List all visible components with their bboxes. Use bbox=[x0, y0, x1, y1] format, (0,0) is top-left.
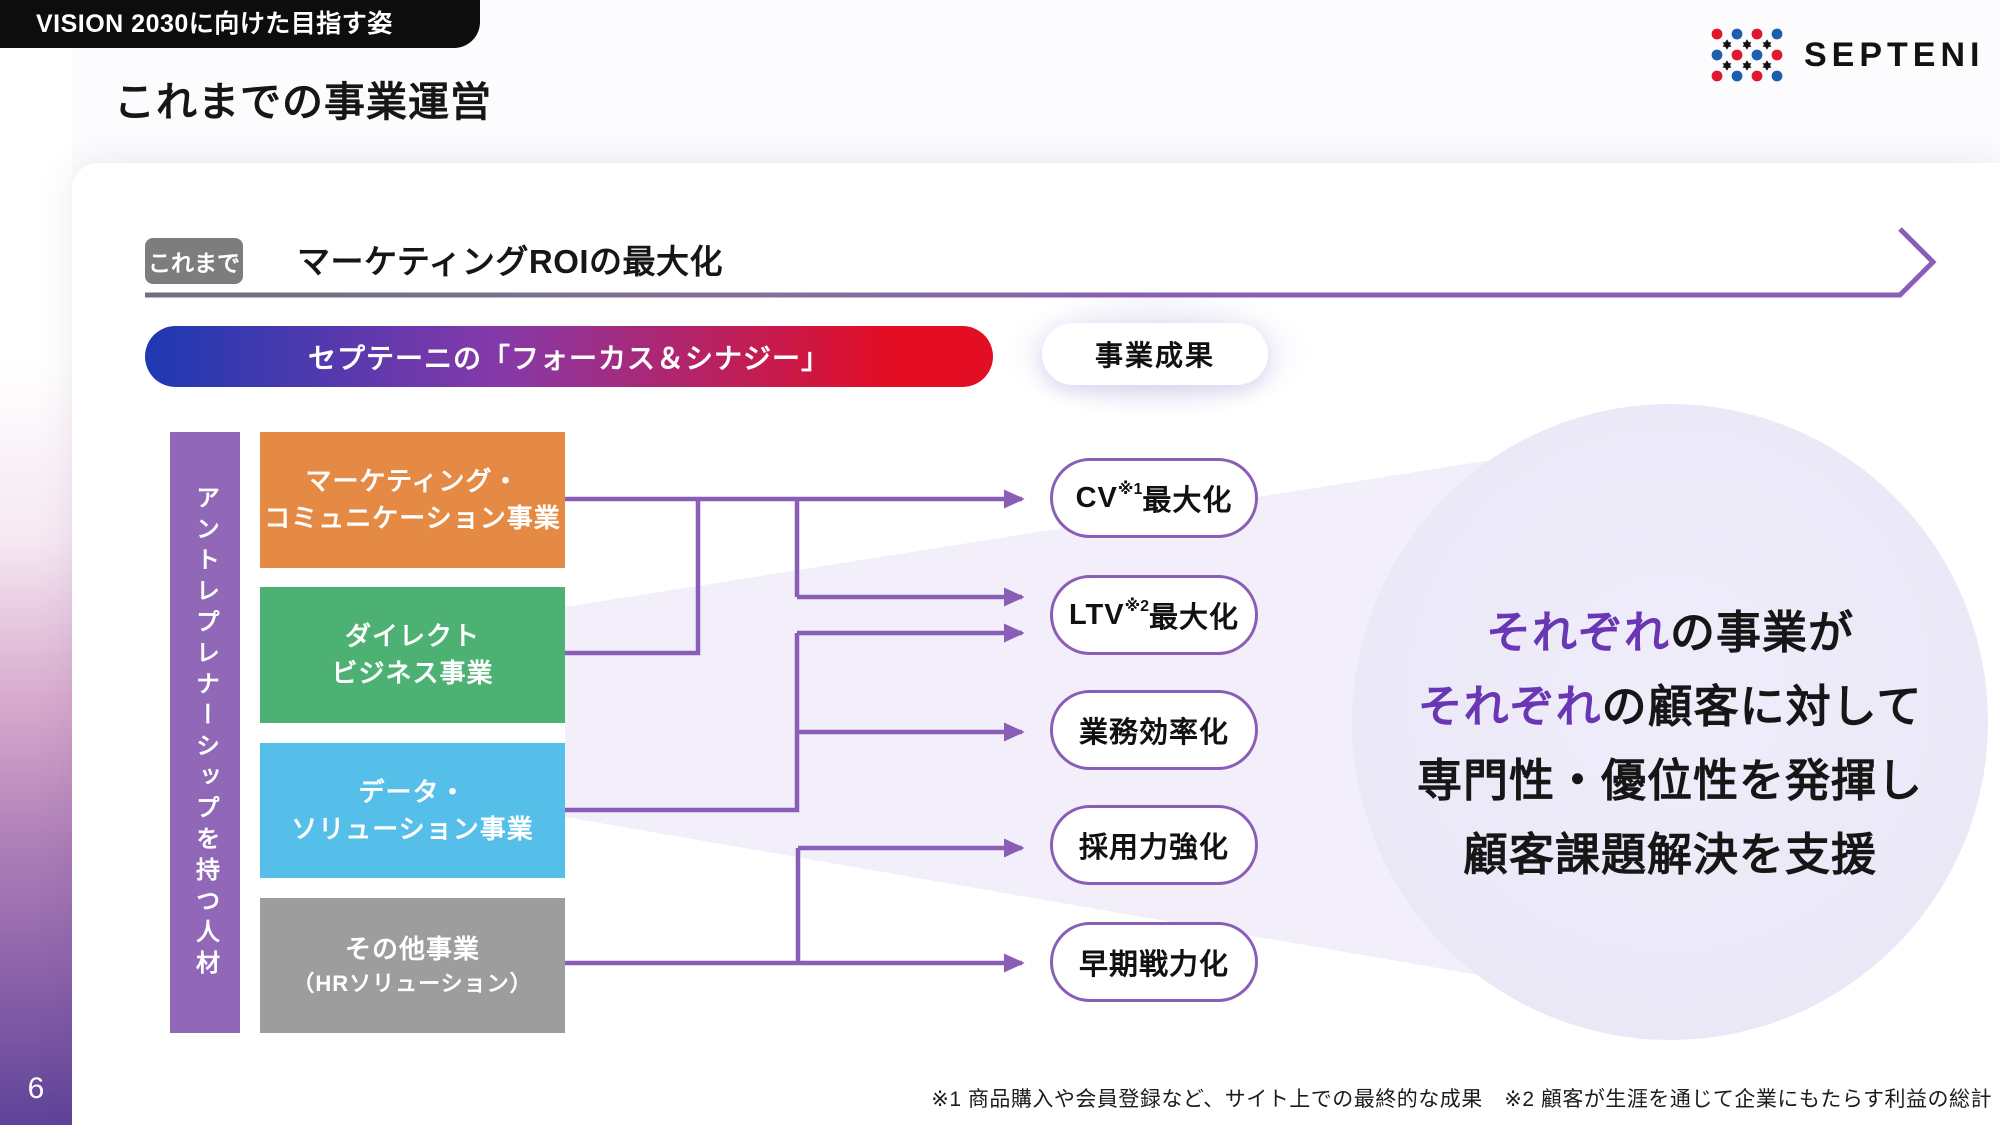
business-box-line2: （HRソリューション） bbox=[292, 971, 533, 996]
summary-statement: それぞれの事業が それぞれの顧客に対して 専門性・優位性を発揮し 顧客課題解決を… bbox=[1340, 596, 2000, 892]
summary-line: それぞれの顧客に対して bbox=[1340, 670, 2000, 744]
outcome-header-pill: 事業成果 bbox=[1042, 323, 1268, 385]
outcome-pill-recruiting-strength: 採用力強化 bbox=[1050, 805, 1258, 885]
timeline-heading: マーケティングROIの最大化 bbox=[297, 243, 724, 280]
business-box-line2: コミュニケーション事業 bbox=[264, 503, 561, 533]
septeni-logo-mark bbox=[1711, 28, 1783, 82]
outcome-pill-text: 最大化 bbox=[1149, 602, 1240, 634]
page-title: これまでの事業運営 bbox=[114, 79, 492, 125]
outcome-pill-text: 採用力強化 bbox=[1078, 832, 1229, 864]
footnote: ※1 商品購入や会員登録など、サイト上での最終的な成果 ※2 顧客が生涯を通じて… bbox=[931, 1088, 1992, 1111]
business-box-line1: ダイレクト bbox=[344, 621, 480, 651]
outcome-pill-footnote-ref: ※1 bbox=[1117, 481, 1143, 498]
talent-bar: アントレプレナーシップを持つ人材 bbox=[170, 432, 240, 1033]
outcome-pill-text: 業務効率化 bbox=[1078, 717, 1229, 749]
summary-circle bbox=[1352, 404, 1988, 1040]
outcome-pill-text: CV bbox=[1075, 481, 1118, 514]
focus-synergy-banner: セプテーニの「フォーカス＆シナジー」 bbox=[145, 326, 993, 387]
outcome-pill-text: LTV bbox=[1068, 598, 1125, 631]
business-box-line1: データ・ bbox=[358, 776, 467, 807]
talent-bar-label: アントレプレナーシップを持つ人材 bbox=[191, 484, 219, 981]
outcome-pill-operational-efficiency: 業務効率化 bbox=[1050, 690, 1258, 770]
business-box-line1: マーケティング・ bbox=[305, 466, 520, 496]
summary-line: 専門性・優位性を発揮し bbox=[1340, 744, 2000, 818]
section-badge: VISION 2030に向けた目指す姿 bbox=[0, 0, 480, 48]
summary-line: それぞれの事業が bbox=[1340, 596, 2000, 670]
business-box-data-solution: データ・ ソリューション事業 bbox=[260, 743, 565, 878]
timeline-badge: これまで bbox=[145, 238, 243, 284]
summary-emphasis: それぞれ bbox=[1417, 681, 1602, 732]
outcome-pill-footnote-ref: ※2 bbox=[1124, 598, 1150, 615]
summary-line: 顧客課題解決を支援 bbox=[1340, 818, 2000, 892]
business-box-line2: ソリューション事業 bbox=[291, 813, 534, 844]
septeni-logo-text: SEPTENI bbox=[1804, 35, 1985, 74]
summary-text: の事業が bbox=[1670, 607, 1855, 658]
summary-text: の顧客に対して bbox=[1601, 681, 1923, 732]
business-box-marketing-communication: マーケティング・ コミュニケーション事業 bbox=[260, 432, 565, 568]
business-box-line1: その他事業 bbox=[344, 934, 480, 964]
outcome-pill-early-contribution: 早期戦力化 bbox=[1050, 922, 1258, 1002]
business-box-other-hr-solution: その他事業 （HRソリューション） bbox=[260, 898, 565, 1033]
summary-text: 顧客課題解決を支援 bbox=[1462, 829, 1877, 880]
business-box-direct-business: ダイレクト ビジネス事業 bbox=[260, 587, 565, 723]
outcome-pill-text: 早期戦力化 bbox=[1078, 949, 1229, 981]
business-box-line2: ビジネス事業 bbox=[331, 658, 494, 688]
outcome-pill-text: 最大化 bbox=[1142, 485, 1233, 517]
septeni-logo: SEPTENI bbox=[1706, 26, 1984, 84]
left-gradient-strip bbox=[0, 0, 72, 1125]
page-number: 6 bbox=[27, 1072, 45, 1105]
summary-text: 専門性・優位性を発揮し bbox=[1416, 755, 1923, 806]
summary-emphasis: それぞれ bbox=[1485, 607, 1670, 658]
